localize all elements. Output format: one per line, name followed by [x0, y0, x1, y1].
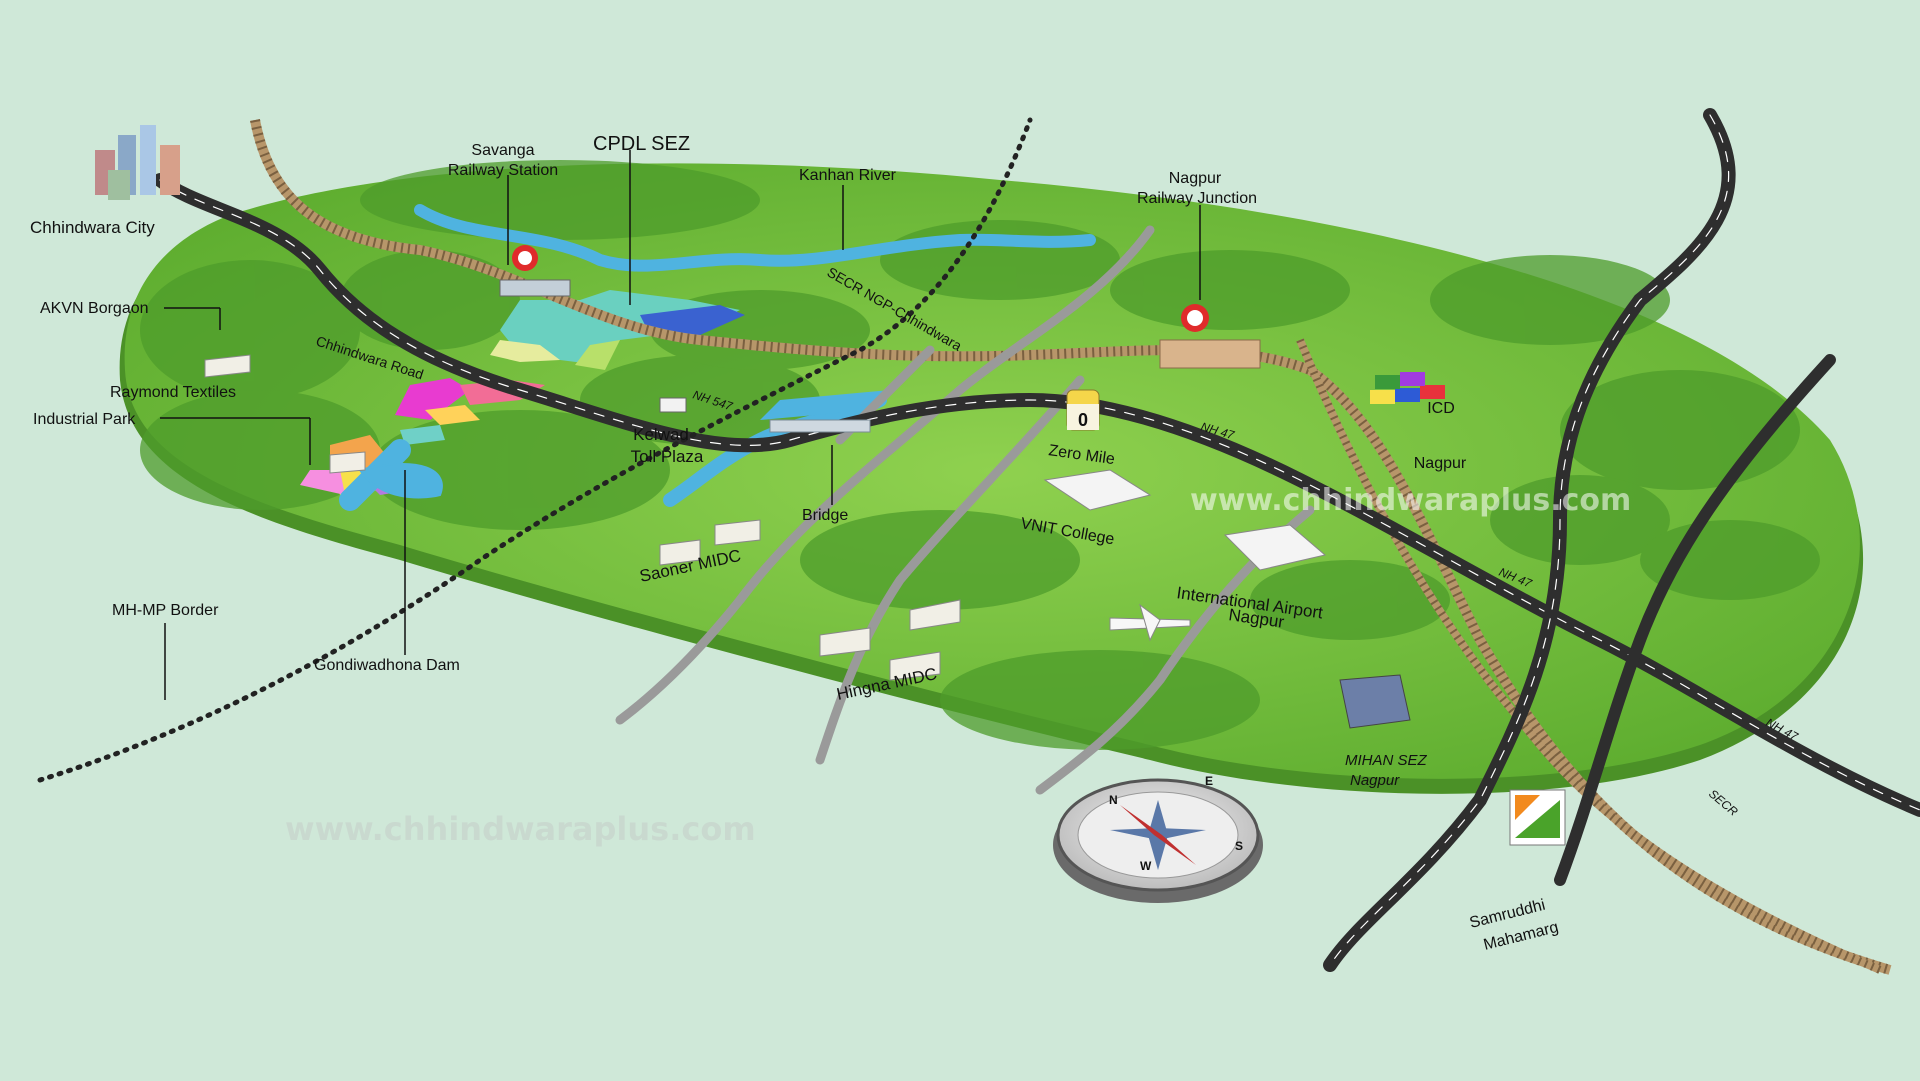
compass-s: S: [1235, 839, 1243, 853]
label-mihan-line2: Nagpur: [1350, 772, 1400, 789]
nagpur-junction-building: [1159, 304, 1261, 369]
airplane-icon: [1109, 603, 1191, 642]
vnit-college-building: [1043, 469, 1152, 511]
savanga-station-building: [499, 245, 571, 297]
label-savanga-line2: Railway Station: [448, 162, 558, 179]
label-kanhan-river: Kanhan River: [799, 167, 897, 184]
leader-lines: [160, 150, 1201, 700]
chhindwara-city-buildings: [95, 125, 180, 200]
saoner-midc-factories: [659, 519, 761, 566]
icd-containers: [1370, 372, 1445, 404]
watermark-lower: www.chhindwaraplus.com: [285, 810, 756, 848]
compass: [1053, 778, 1263, 903]
compass-letters: N E S W: [1109, 774, 1243, 873]
cpdl-sez-parcels: [490, 290, 745, 370]
bridge-structure: [769, 419, 871, 433]
akvn-borgaon-factory: [204, 354, 251, 378]
label-kelwad-line2: Toll Plaza: [631, 447, 704, 466]
label-akvn-borgaon: AKVN Borgaon: [40, 300, 149, 317]
bridge-water: [760, 390, 890, 420]
hingna-midc-factories: [819, 599, 961, 681]
label-gondiwadhona-dam: Gondiwadhona Dam: [314, 657, 460, 674]
label-kelwad-line1: Kelwad: [633, 425, 689, 444]
zero-mile-stone: [1066, 389, 1100, 431]
compass-e: E: [1205, 774, 1213, 788]
hills: [140, 160, 1820, 750]
label-cpdl-sez: CPDL SEZ: [593, 133, 690, 155]
kelwad-toll-plaza: [659, 397, 687, 413]
raymond-textiles-factory: [329, 451, 366, 474]
label-nagpur-jn-line2: Railway Junction: [1137, 190, 1257, 207]
highways: [153, 108, 1920, 972]
label-mihan-line1: MIHAN SEZ: [1345, 752, 1428, 769]
airport-terminal: [1223, 524, 1327, 571]
watermark-upper: www.chhindwaraplus.com: [1190, 483, 1631, 518]
compass-w: W: [1140, 859, 1152, 873]
label-icd-line1: ICD: [1427, 400, 1455, 417]
label-nagpur-jn-line1: Nagpur: [1169, 170, 1222, 187]
label-bridge: Bridge: [802, 507, 848, 524]
samruddhi-signboard: [1509, 789, 1566, 846]
label-savanga-line1: Savanga: [471, 142, 534, 159]
label-mh-mp-border: MH-MP Border: [112, 602, 219, 619]
label-industrial-park: Industrial Park: [33, 411, 136, 428]
label-zero-marker: 0: [1078, 410, 1088, 430]
label-chhindwara-city: Chhindwara City: [30, 218, 155, 237]
label-raymond-textiles: Raymond Textiles: [110, 384, 236, 401]
label-icd-line2: Nagpur: [1414, 455, 1467, 472]
mihan-sez-building: [1339, 674, 1411, 729]
compass-n: N: [1109, 793, 1118, 807]
